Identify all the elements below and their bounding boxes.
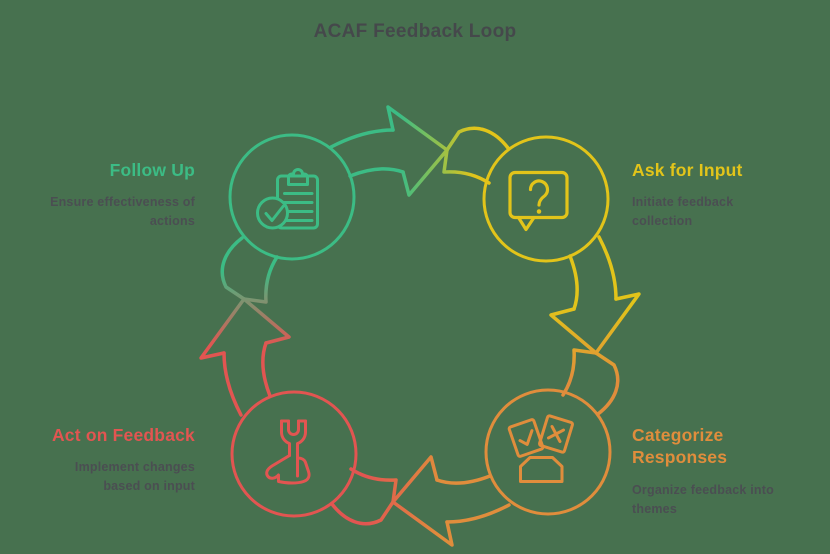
- question-bubble-icon: [508, 170, 569, 232]
- arrow-categorize-responses-to-act-on-feedback: [330, 455, 511, 547]
- stage-description-act-on-feedback: Implement changes based on input: [74, 460, 195, 494]
- stage-circle-follow-up: [228, 133, 356, 261]
- stage-block-categorize-responses: Categorize Responses Organize feedback i…: [632, 424, 790, 518]
- clipboard-check-icon: [256, 168, 319, 230]
- stage-circle-act-on-feedback: [230, 390, 358, 518]
- stage-label-act-on-feedback: Act on Feedback: [51, 425, 195, 445]
- stage-circle-categorize-responses: [484, 388, 612, 516]
- page-title: ACAF Feedback Loop: [313, 21, 517, 42]
- arrow-act-on-feedback-to-follow-up: [199, 236, 291, 417]
- ballot-cards-icon: [507, 414, 574, 483]
- stage-description-follow-up: Ensure effectiveness of actions: [50, 195, 195, 229]
- arrow-follow-up-to-ask-for-input: [329, 105, 510, 197]
- arrow-ask-for-input-to-categorize-responses: [549, 235, 641, 416]
- stage-label-categorize-responses: Categorize Responses: [632, 425, 728, 468]
- stage-label-ask-for-input: Ask for Input: [632, 160, 743, 180]
- stage-block-act-on-feedback: Act on Feedback Implement changes based …: [45, 424, 195, 496]
- stage-label-follow-up: Follow Up: [109, 160, 195, 180]
- stage-block-ask-for-input: Ask for Input Initiate feedback collecti…: [632, 159, 784, 231]
- stage-description-ask-for-input: Initiate feedback collection: [632, 195, 734, 229]
- stage-circle-ask-for-input: [482, 135, 610, 263]
- stage-description-categorize-responses: Organize feedback into themes: [632, 482, 774, 516]
- wrench-hand-icon: [265, 419, 311, 485]
- stage-block-follow-up: Follow Up Ensure effectiveness of action…: [28, 159, 195, 231]
